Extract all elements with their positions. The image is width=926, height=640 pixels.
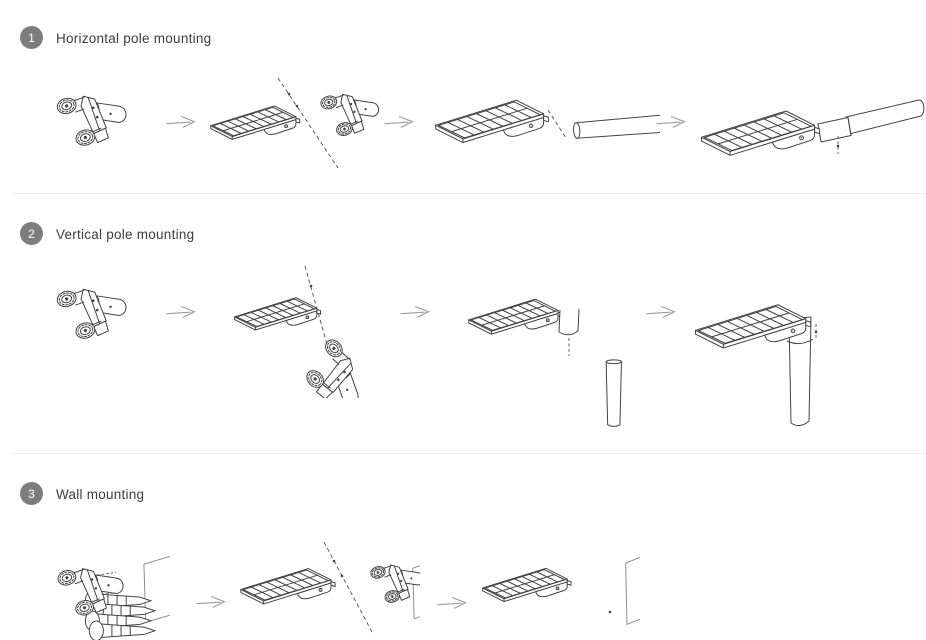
- arrow-right-icon: [196, 592, 228, 611]
- section-title: Vertical pole mounting: [56, 226, 195, 242]
- figure-fasten-bracket-to-light: [208, 77, 380, 169]
- section-number: 3: [28, 486, 35, 501]
- arrow-right-icon: [400, 302, 432, 321]
- figure-light-mounted-on-wall: [480, 536, 640, 640]
- arrow-right-icon: [656, 112, 688, 131]
- section-divider: [12, 193, 926, 194]
- section-header: 2 Vertical pole mounting: [20, 222, 194, 245]
- section-number: 1: [28, 30, 35, 45]
- figure-set-light-onto-vertical-pole: [462, 264, 642, 434]
- figure-fasten-bracket-under-light: [232, 265, 398, 398]
- figure-pole-clamp-bracket: [53, 92, 141, 162]
- section-header: 1 Horizontal pole mounting: [20, 26, 211, 49]
- arrow-right-icon: [437, 593, 469, 612]
- section-title: Horizontal pole mounting: [56, 30, 212, 46]
- section-divider: [12, 453, 926, 454]
- figure-light-mounted-on-horizontal-pole: [698, 72, 926, 184]
- figure-light-mounted-on-vertical-pole: [692, 262, 818, 436]
- section-number: 2: [28, 226, 35, 241]
- arrow-right-icon: [166, 302, 198, 321]
- section-number-badge: 1: [20, 26, 43, 49]
- section-number-badge: 3: [20, 482, 43, 505]
- section-title: Wall mounting: [56, 486, 145, 502]
- arrow-right-icon: [384, 112, 416, 131]
- arrow-right-icon: [166, 112, 198, 131]
- section-number-badge: 2: [20, 222, 43, 245]
- figure-pole-clamp-bracket: [53, 285, 141, 355]
- section-header: 3 Wall mounting: [20, 482, 144, 505]
- figure-slide-light-onto-horizontal-pole: [428, 76, 660, 182]
- figure-anchor-bracket-to-wall: [52, 544, 170, 640]
- arrow-right-icon: [646, 302, 678, 321]
- figure-fasten-light-to-wall-bracket: [238, 541, 420, 633]
